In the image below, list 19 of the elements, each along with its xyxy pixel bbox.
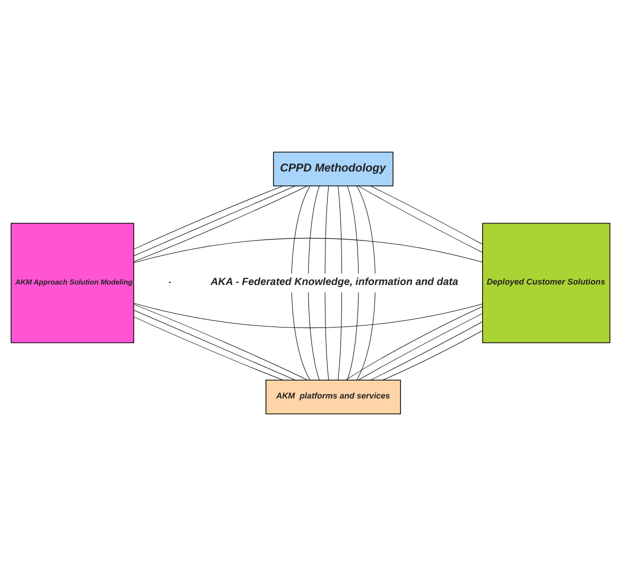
connector — [347, 185, 359, 380]
node-box: Deployed Customer Solutions — [482, 222, 610, 343]
connector — [346, 306, 483, 380]
connector — [133, 302, 483, 328]
label: AKA - Federated Knowledge, information and data — [210, 276, 458, 288]
connector — [324, 185, 329, 380]
connector — [358, 185, 483, 252]
label: - — [168, 276, 172, 286]
connector — [356, 185, 376, 380]
connector — [338, 185, 342, 380]
connector — [134, 185, 284, 249]
connector — [370, 185, 483, 244]
node-box: AKM platforms and services — [266, 379, 401, 414]
node-box: CPPD Methodology — [273, 151, 394, 186]
connector — [291, 185, 310, 380]
connector — [308, 185, 320, 380]
connector — [133, 237, 483, 263]
connector — [370, 320, 483, 380]
connector — [358, 312, 483, 380]
